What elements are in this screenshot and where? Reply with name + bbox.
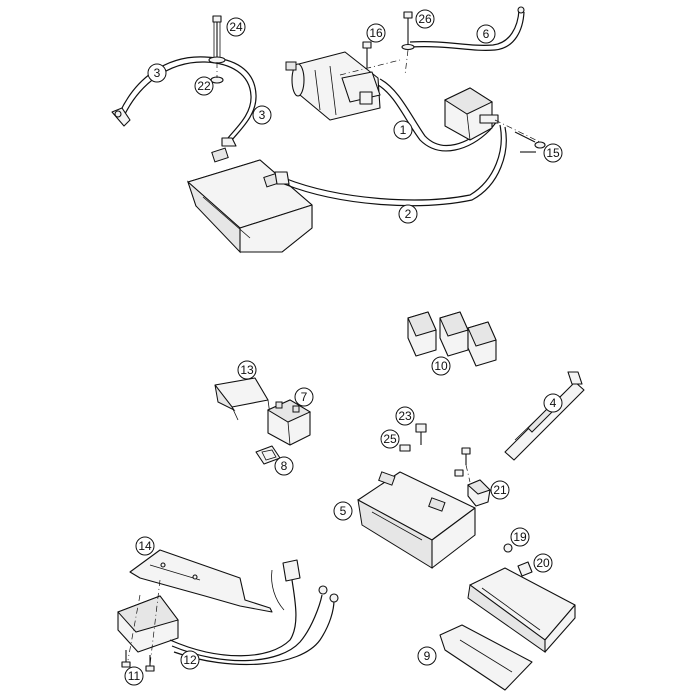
callout-1: 1	[393, 120, 413, 140]
callout-19: 19	[510, 527, 530, 547]
callout-13: 13	[237, 360, 257, 380]
battery-tray	[439, 567, 576, 691]
svg-text:22: 22	[197, 79, 211, 93]
mounting-screws	[121, 650, 155, 672]
starter-relay-top	[443, 87, 546, 153]
callout-14: 14	[135, 536, 155, 556]
callout-12: 12	[180, 650, 200, 670]
svg-text:5: 5	[340, 504, 347, 518]
svg-text:2: 2	[405, 207, 412, 221]
clip-and-grommet	[503, 543, 533, 577]
wiring-harness	[169, 559, 339, 666]
callout-4: 4	[543, 393, 563, 413]
svg-text:21: 21	[493, 483, 507, 497]
svg-text:20: 20	[536, 556, 550, 570]
svg-text:14: 14	[138, 539, 152, 553]
callout-25: 25	[380, 429, 400, 449]
svg-text:4: 4	[550, 396, 557, 410]
callout-20: 20	[533, 553, 553, 573]
callout-9: 9	[417, 646, 437, 666]
svg-text:10: 10	[434, 359, 448, 373]
callout-23: 23	[395, 406, 415, 426]
starter-mount-bolts	[339, 11, 415, 76]
svg-text:3: 3	[154, 66, 161, 80]
callout-3-left: 3	[147, 63, 167, 83]
svg-text:23: 23	[398, 409, 412, 423]
ground-cable	[409, 6, 525, 51]
svg-text:11: 11	[128, 669, 141, 683]
battery-bottom	[357, 471, 476, 569]
svg-text:26: 26	[418, 12, 432, 26]
callout-11: 11	[124, 666, 144, 686]
svg-text:9: 9	[424, 649, 431, 663]
relay-rubber	[255, 445, 281, 465]
battery-negative-cable	[111, 56, 257, 147]
callout-8: 8	[274, 456, 294, 476]
svg-text:15: 15	[546, 146, 560, 160]
battery-positive-cable	[274, 124, 507, 207]
callout-3-right: 3	[252, 105, 272, 125]
callout-24: 24	[226, 17, 246, 37]
mounting-plate	[129, 549, 273, 613]
svg-text:3: 3	[259, 108, 266, 122]
svg-text:16: 16	[369, 26, 383, 40]
starter-relay	[266, 399, 312, 446]
svg-text:12: 12	[183, 653, 197, 667]
callout-7: 7	[294, 387, 314, 407]
callout-6: 6	[476, 24, 496, 44]
svg-text:13: 13	[240, 363, 254, 377]
svg-text:8: 8	[281, 459, 288, 473]
svg-text:24: 24	[229, 20, 243, 34]
starter-motor	[285, 51, 381, 121]
bolt-and-washer	[208, 15, 226, 84]
svg-text:6: 6	[483, 27, 490, 41]
battery-top	[186, 147, 313, 254]
callout-10: 10	[431, 356, 451, 376]
callout-16: 16	[366, 23, 386, 43]
callout-22: 22	[194, 76, 214, 96]
battery-terminal-cover	[467, 479, 491, 507]
relay-covers	[407, 311, 497, 367]
svg-text:19: 19	[513, 530, 527, 544]
ignition-coil	[117, 579, 179, 666]
svg-text:1: 1	[400, 123, 407, 137]
small-screws	[399, 423, 471, 483]
callout-26: 26	[415, 9, 435, 29]
callout-5: 5	[333, 501, 353, 521]
relay-holder	[504, 371, 585, 461]
svg-text:7: 7	[301, 390, 308, 404]
svg-text:25: 25	[383, 432, 397, 446]
callout-21: 21	[490, 480, 510, 500]
relay-bracket	[214, 377, 271, 421]
callout-2: 2	[398, 204, 418, 224]
callout-15: 15	[543, 143, 563, 163]
